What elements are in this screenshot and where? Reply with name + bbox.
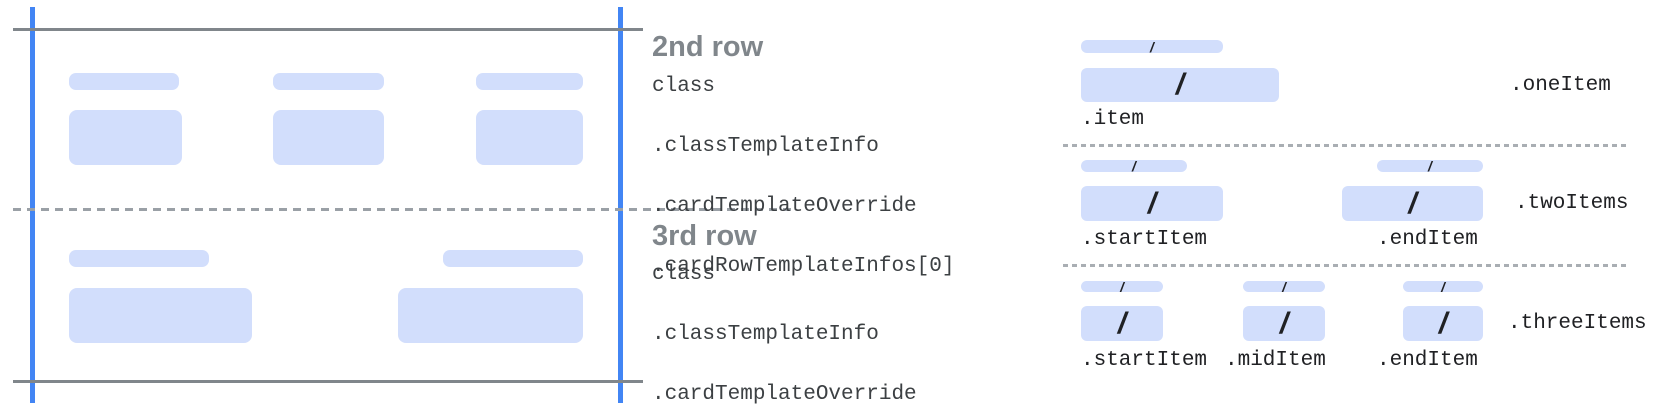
item-field-label: .midItem	[1225, 349, 1326, 372]
item-label-bar: /	[1243, 281, 1325, 292]
item-label-bar: /	[1403, 281, 1483, 292]
slash-glyph: /	[1408, 186, 1417, 220]
slash-glyph: /	[1120, 281, 1124, 292]
code-line: .classTemplateInfo	[652, 135, 879, 158]
code-line: .cardRowTemplateInfos[0]	[652, 255, 955, 278]
layout-separator-dashed-line	[1063, 264, 1630, 267]
slash-glyph: /	[1117, 306, 1127, 340]
placeholder-body-bar	[69, 288, 252, 343]
slash-glyph: /	[1279, 306, 1289, 340]
item-label-bar: /	[1377, 160, 1483, 172]
card-right-edge-guide-line	[618, 7, 623, 403]
code-line: class	[652, 263, 716, 286]
slash-glyph: /	[1175, 68, 1185, 101]
code-line: class	[652, 75, 716, 98]
slash-glyph: /	[1282, 281, 1286, 292]
row-divider-dashed-line	[13, 208, 797, 211]
layout-name-label: .threeItems	[1508, 312, 1647, 335]
layout-name-label: .oneItem	[1510, 74, 1611, 97]
slash-glyph: /	[1441, 281, 1445, 292]
item-field-label: .item	[1081, 108, 1145, 131]
item-label-bar: /	[1081, 281, 1163, 292]
placeholder-label-bar	[476, 73, 583, 90]
card-left-edge-guide-line	[30, 7, 35, 403]
placeholder-body-bar	[273, 110, 384, 165]
item-value-bar: /	[1403, 306, 1483, 341]
placeholder-label-bar	[69, 73, 179, 90]
placeholder-label-bar	[273, 73, 384, 90]
card-bottom-boundary-line	[13, 380, 643, 383]
layout-name-label: .twoItems	[1515, 192, 1629, 215]
code-line: .cardTemplateOverride	[652, 383, 917, 406]
card-top-boundary-line	[13, 28, 643, 31]
placeholder-body-bar	[398, 288, 583, 343]
item-value-bar: /	[1081, 306, 1163, 341]
placeholder-body-bar	[476, 110, 583, 165]
slash-glyph: /	[1150, 40, 1154, 53]
third-row-heading: 3rd row	[652, 220, 757, 252]
slash-glyph: /	[1132, 160, 1136, 172]
code-line: .classTemplateInfo	[652, 323, 879, 346]
slash-glyph: /	[1147, 186, 1157, 220]
item-value-bar: /	[1243, 306, 1325, 341]
item-value-bar: /	[1081, 68, 1279, 102]
item-field-label: .startItem	[1081, 228, 1208, 251]
placeholder-label-bar	[443, 250, 583, 267]
item-field-label: .endItem	[1377, 349, 1478, 372]
code-line: .cardTemplateOverride	[652, 195, 917, 218]
placeholder-body-bar	[69, 110, 182, 165]
item-label-bar: /	[1081, 160, 1187, 172]
item-field-label: .startItem	[1081, 349, 1208, 372]
item-label-bar: /	[1081, 40, 1223, 53]
second-row-heading: 2nd row	[652, 31, 764, 63]
third-row-class-path: class .classTemplateInfo .cardTemplateOv…	[652, 260, 954, 412]
placeholder-label-bar	[69, 250, 209, 267]
second-row-class-path: class .classTemplateInfo .cardTemplateOv…	[652, 72, 954, 282]
item-value-bar: /	[1081, 186, 1223, 221]
slash-glyph: /	[1438, 306, 1448, 340]
item-field-label: .endItem	[1377, 228, 1478, 251]
slash-glyph: /	[1428, 160, 1432, 172]
layout-separator-dashed-line	[1063, 144, 1630, 147]
item-value-bar: /	[1342, 186, 1483, 221]
